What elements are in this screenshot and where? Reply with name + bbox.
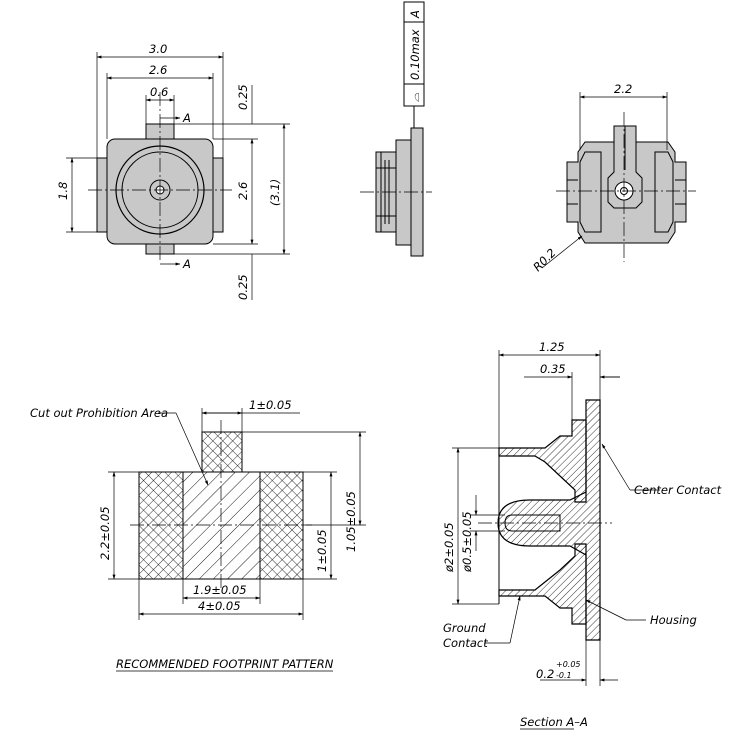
pad-center-tab — [201, 431, 243, 473]
dim-height-total: (3.1) — [268, 179, 282, 206]
dim-center-width: 1.9±0.05 — [193, 583, 247, 597]
center-contact — [497, 399, 601, 641]
dim-total-length: 1.25 — [539, 340, 565, 354]
bottom-view: 2.2 R0.2 — [530, 82, 696, 274]
label-center-contact: Center Contact — [634, 483, 722, 497]
dim-inner-diameter: ø0.5±0.05 — [460, 511, 474, 573]
dim-thickness-tol-upper: +0.05 — [556, 660, 581, 669]
dim-outer-diameter: ø2±0.05 — [442, 522, 456, 573]
pad-left — [138, 471, 184, 580]
side-body — [395, 139, 412, 246]
dim-pad-height: 1±0.05 — [315, 529, 329, 572]
section-view: 1.25 0.35 ø2±0.05 ø0.5±0.05 Center Conta… — [442, 340, 722, 730]
housing-bottom — [498, 543, 587, 625]
top-view: 3.0 2.6 0.6 A A 1.8 0.25 2.6 (3.1) 0.25 — [56, 42, 290, 300]
dim-width-body: 2.6 — [149, 63, 167, 77]
label-housing: Housing — [650, 613, 697, 627]
section-caption: Section A–A — [520, 715, 588, 729]
dim-center-pin: 0.6 — [150, 85, 168, 99]
label-ground-line1: Ground — [443, 621, 486, 635]
dim-total-width: 4±0.05 — [198, 599, 241, 613]
dim-bottom-width: 2.2 — [614, 82, 632, 96]
dim-tab-top: 0.25 — [236, 84, 250, 110]
dim-right-height: 1.05±0.05 — [344, 491, 358, 552]
dim-width-outer: 3.0 — [149, 42, 167, 56]
section-marker-bottom: A — [182, 257, 191, 271]
footprint-caption: RECOMMENDED FOOTPRINT PATTERN — [116, 657, 334, 671]
flatness-value: 0.10max — [408, 29, 422, 80]
left-flange — [96, 157, 108, 233]
label-prohibition: Cut out Prohibition Area — [30, 406, 168, 420]
footprint-view: Cut out Prohibition Area 1±0.05 2.2±0.05… — [30, 398, 366, 672]
section-marker-top: A — [182, 111, 191, 125]
dim-thickness-tol-lower: -0.1 — [556, 671, 572, 680]
prohibition-area — [182, 471, 261, 580]
pad-right — [259, 471, 304, 580]
dim-thickness: 0.2 — [536, 667, 554, 681]
datum-label: A — [408, 10, 422, 19]
dim-radius: R0.2 — [530, 246, 558, 274]
dim-height-body: 2.6 — [236, 182, 250, 200]
label-ground-line2: Contact — [443, 636, 488, 650]
housing-top — [498, 419, 587, 503]
flatness-symbol: ⌓ — [408, 92, 422, 102]
dim-height-left: 1.8 — [56, 182, 70, 200]
dim-shoulder: 0.35 — [540, 362, 566, 376]
dim-total-height: 2.2±0.05 — [98, 506, 112, 560]
side-view: A 0.10max ⌓ — [360, 1, 432, 257]
dim-tab-bottom: 0.25 — [236, 274, 250, 300]
right-flange — [212, 157, 224, 233]
dim-tab-width: 1±0.05 — [249, 398, 292, 412]
